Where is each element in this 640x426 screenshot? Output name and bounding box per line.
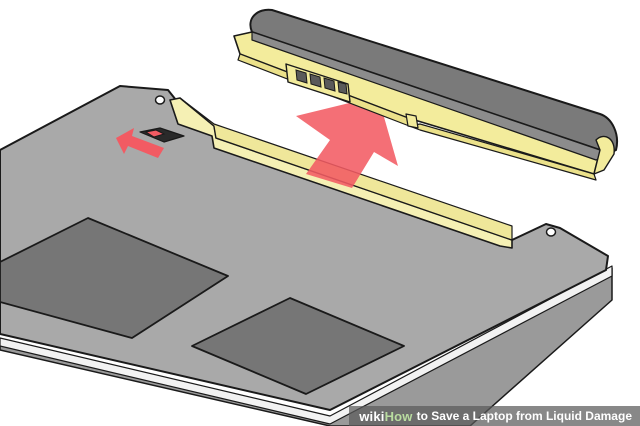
- wikihow-logo-wiki: wiki: [359, 408, 385, 424]
- laptop-edge-layers: [0, 265, 613, 426]
- access-panel-right: [191, 297, 405, 395]
- battery-clip: [405, 113, 419, 129]
- watermark-caption: wikiHow to Save a Laptop from Liquid Dam…: [349, 406, 640, 426]
- screw-hole-top-left: [154, 95, 166, 105]
- connector-pin-4: [337, 81, 348, 95]
- battery-pack: [233, 8, 618, 181]
- lift-up-arrow-icon: [296, 96, 398, 188]
- access-panel-left: [0, 217, 229, 339]
- article-title: to Save a Laptop from Liquid Damage: [416, 409, 632, 423]
- screw-hole-right: [545, 227, 557, 237]
- battery-connector: [285, 63, 351, 103]
- connector-pin-3: [323, 77, 336, 92]
- laptop-edge-white-stripe: [0, 265, 613, 425]
- battery-front-face: [251, 31, 605, 161]
- wikihow-logo-how: How: [384, 408, 413, 424]
- battery-bay-inner: [179, 97, 513, 241]
- slide-left-arrow-icon: [116, 128, 164, 158]
- connector-pin-1: [295, 69, 308, 84]
- wikihow-logo: wikiHow: [359, 409, 412, 424]
- connector-pin-2: [309, 73, 322, 88]
- latch-slider: [144, 129, 166, 138]
- battery-release-latch: [139, 127, 185, 143]
- battery-end-cap: [593, 135, 615, 175]
- battery-body: [249, 8, 618, 157]
